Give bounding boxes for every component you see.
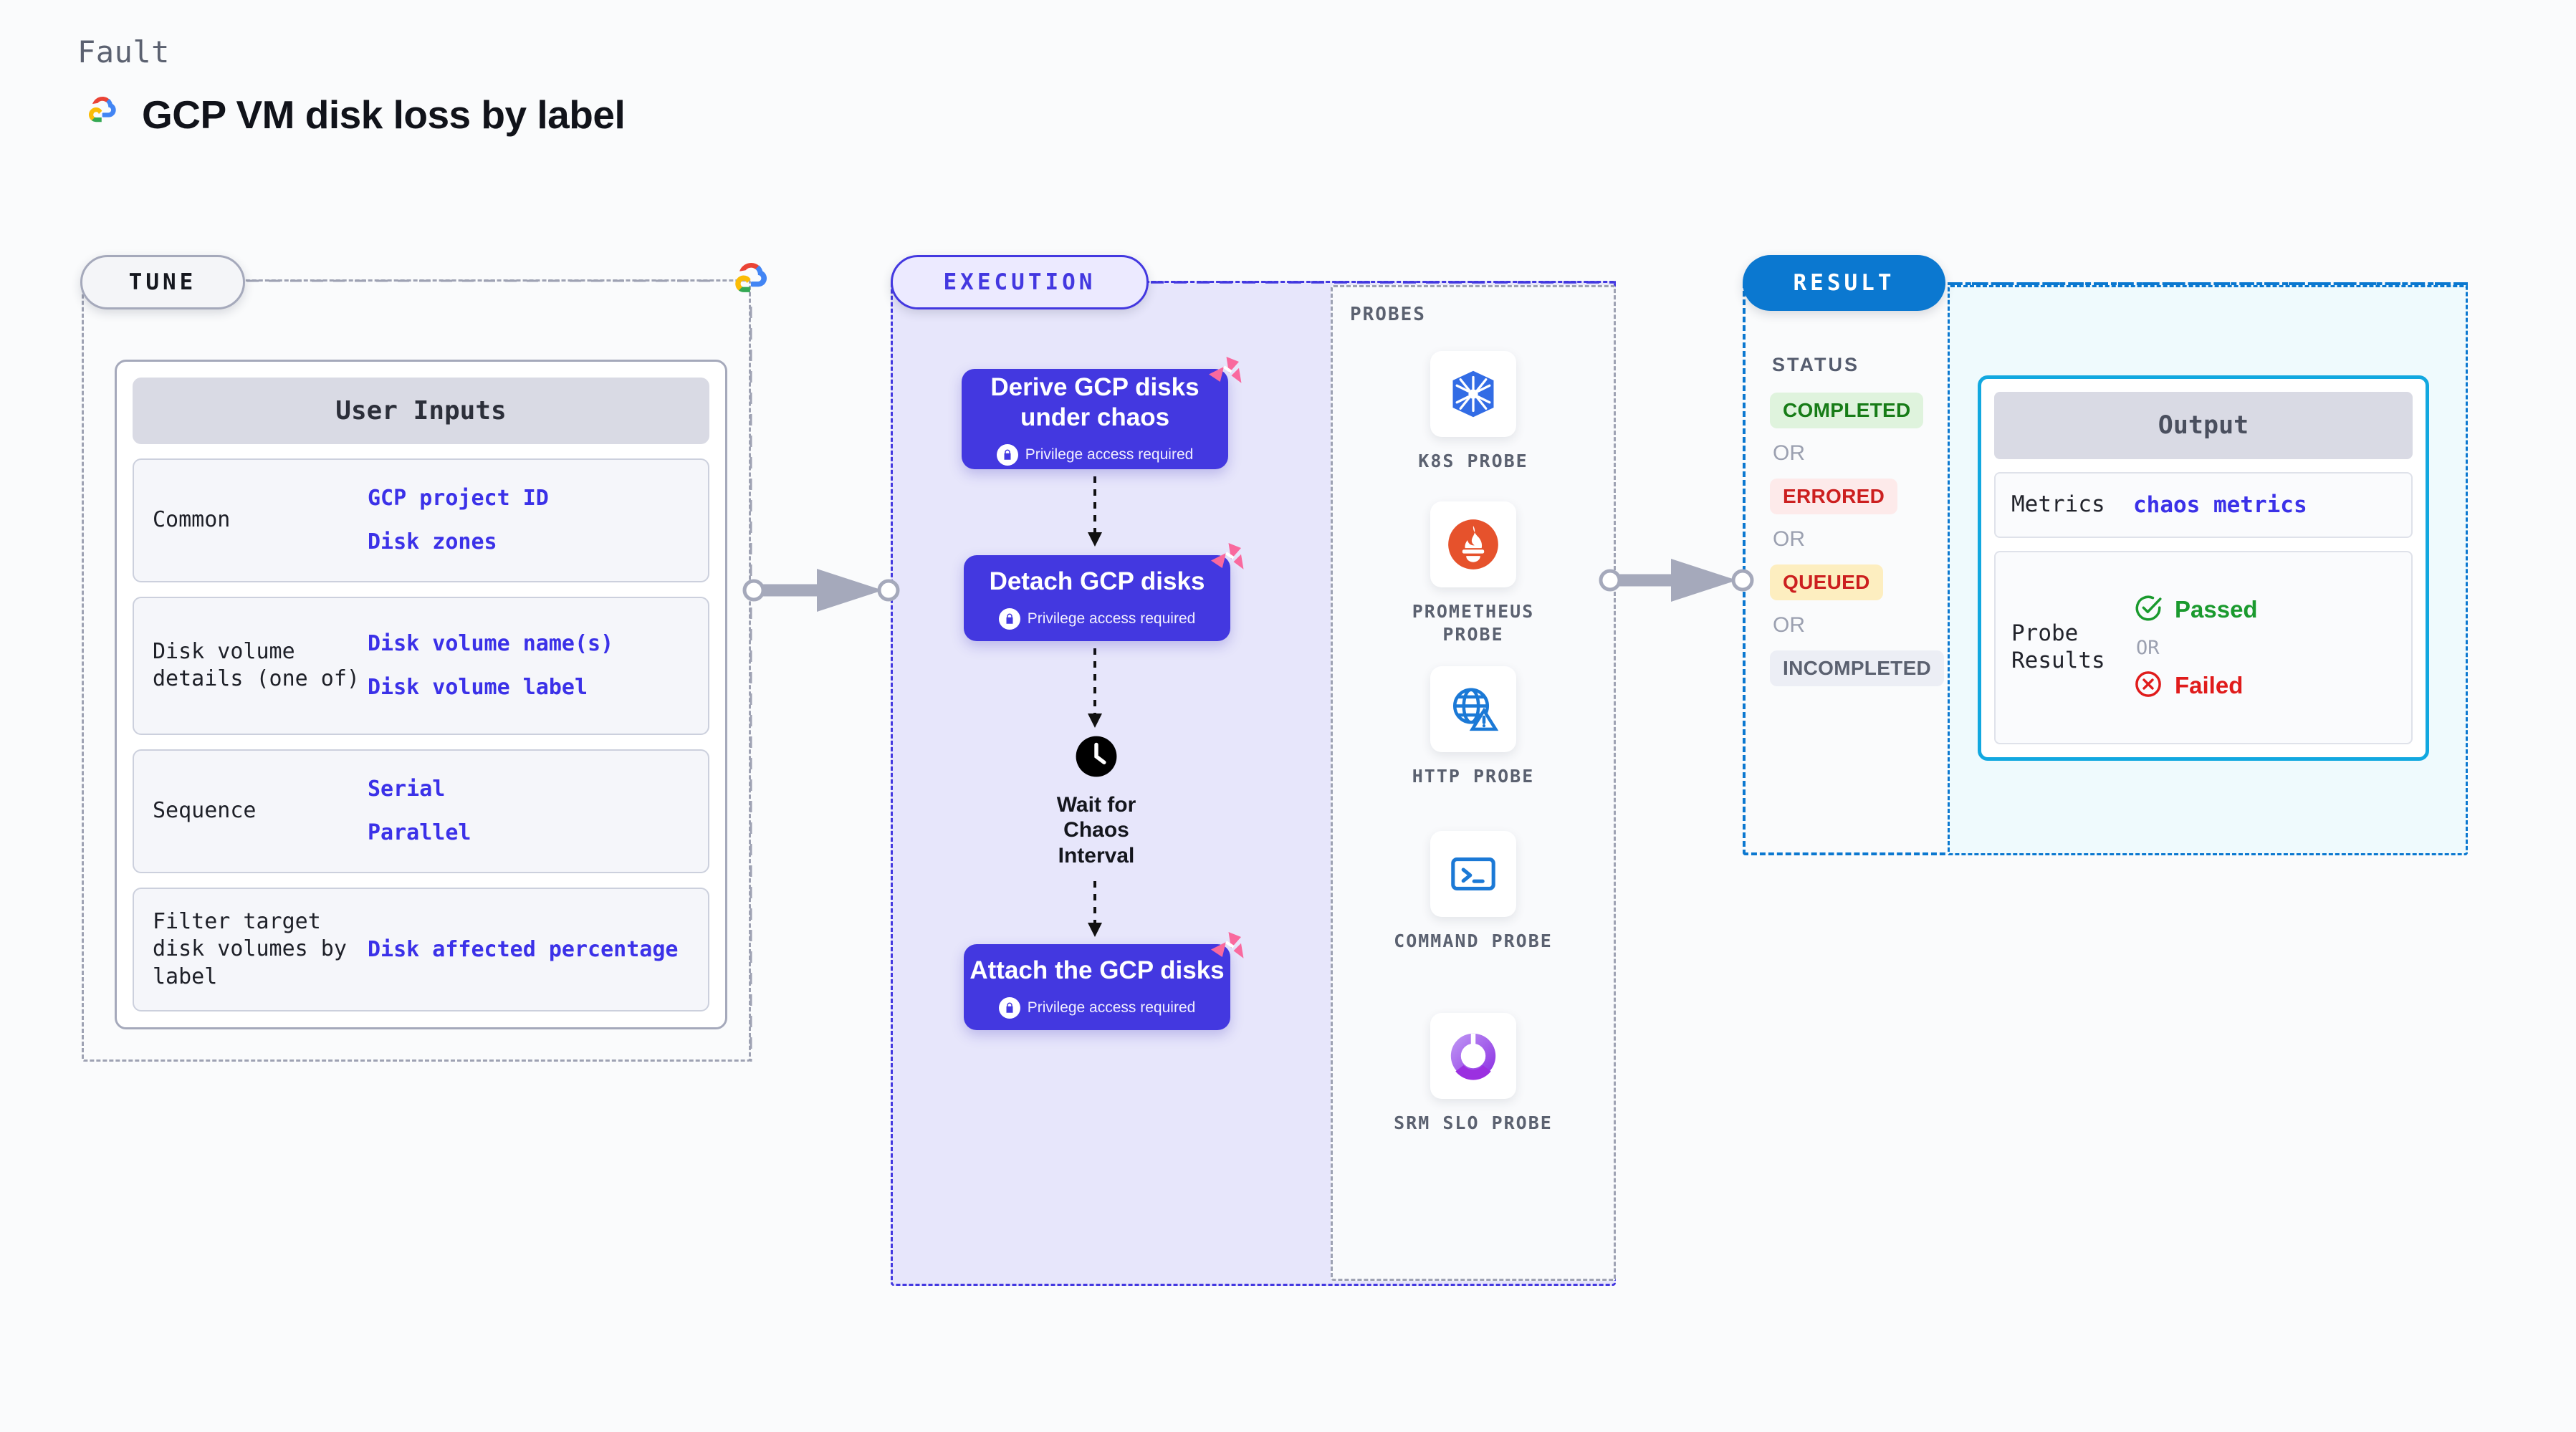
- output-probe-values: Passed OR Failed: [2133, 593, 2258, 703]
- tune-value[interactable]: Disk zones: [368, 529, 497, 555]
- lock-icon: [996, 444, 1018, 466]
- user-inputs-title: User Inputs: [133, 378, 709, 444]
- probe-label: COMMAND PROBE: [1394, 931, 1553, 951]
- output-row-probe-results: Probe Results Passed OR: [1994, 551, 2413, 744]
- tune-row-sequence[interactable]: Sequence Serial Parallel: [133, 749, 709, 873]
- gcp-logo-icon: [79, 92, 123, 137]
- probe-label: HTTP PROBE: [1412, 766, 1535, 787]
- status-badge[interactable]: QUEUED: [1770, 564, 1883, 600]
- tune-row-filter-target[interactable]: Filter target disk volumes by label Disk…: [133, 887, 709, 1011]
- gcp-logo-icon-tune: [724, 258, 775, 313]
- tune-row-values: GCP project ID Disk zones: [368, 485, 549, 555]
- tune-row-disk-volume-details[interactable]: Disk volume details (one of) Disk volume…: [133, 596, 709, 735]
- probe-label: PROMETHEUS PROBE: [1412, 601, 1535, 645]
- kubernetes-icon: [1430, 351, 1516, 437]
- status-or-label: OR: [1773, 441, 1805, 465]
- output-row-metrics[interactable]: Metrics chaos metrics: [1994, 472, 2413, 538]
- probe-item-k8s[interactable]: K8S PROBE: [1380, 351, 1566, 473]
- output-metrics-label: Metrics: [2011, 491, 2105, 518]
- probe-item-srm-slo[interactable]: SRM SLO PROBE: [1380, 1013, 1566, 1135]
- stage-pill-result[interactable]: RESULT: [1743, 255, 1945, 311]
- probe-label: SRM SLO PROBE: [1394, 1113, 1553, 1133]
- execution-step-attach[interactable]: Attach the GCP disks Privilege access re…: [964, 932, 1244, 1030]
- x-circle-icon: [2133, 669, 2163, 703]
- lock-icon: [998, 997, 1020, 1019]
- tune-row-values: Disk volume name(s) Disk volume label: [368, 630, 613, 701]
- execution-step-detach[interactable]: Detach GCP disks Privilege access requir…: [964, 543, 1244, 641]
- probe-item-prometheus[interactable]: PROMETHEUS PROBE: [1380, 501, 1566, 646]
- connector-tune-to-execution: [742, 569, 900, 612]
- status-title: STATUS: [1772, 354, 1859, 375]
- step-privilege-note: Privilege access required: [996, 444, 1194, 466]
- probe-label: K8S PROBE: [1418, 451, 1528, 471]
- step-privilege-text: Privilege access required: [1027, 610, 1196, 627]
- step-privilege-note: Privilege access required: [998, 997, 1196, 1019]
- status-badge[interactable]: COMPLETED: [1770, 393, 1924, 428]
- chaos-badge-icon: [1206, 538, 1246, 582]
- check-circle-icon: [2133, 593, 2163, 627]
- output-probe-results-label: Probe Results: [2011, 620, 2105, 673]
- stage-pill-tune[interactable]: TUNE: [80, 255, 245, 309]
- tune-value[interactable]: Disk volume name(s): [368, 631, 614, 657]
- probe-result-failed: Failed: [2133, 669, 2258, 703]
- step-privilege-text: Privilege access required: [1027, 999, 1196, 1016]
- terminal-icon: [1430, 831, 1516, 917]
- step-privilege-note: Privilege access required: [998, 608, 1196, 630]
- step-title: Detach GCP disks: [989, 567, 1205, 595]
- prometheus-icon: [1430, 501, 1516, 587]
- step-title: Derive GCP disks under chaos: [990, 373, 1200, 431]
- probes-region: [1331, 285, 1616, 1281]
- tune-row-common[interactable]: Common GCP project ID Disk zones: [133, 458, 709, 582]
- stage-pill-execution[interactable]: EXECUTION: [891, 255, 1149, 309]
- tune-row-label: Sequence: [153, 797, 257, 823]
- output-card: Output Metrics chaos metrics Probe Resul…: [1978, 375, 2429, 761]
- status-badge[interactable]: INCOMPLETED: [1770, 650, 1945, 686]
- tune-row-label: Common: [153, 507, 231, 533]
- output-metrics-value[interactable]: chaos metrics: [2133, 492, 2307, 518]
- execution-step-derive[interactable]: Derive GCP disks under chaos Privilege a…: [962, 357, 1242, 469]
- probe-item-http[interactable]: HTTP PROBE: [1380, 666, 1566, 788]
- page-title: GCP VM disk loss by label: [142, 92, 626, 137]
- output-card-title: Output: [1994, 392, 2413, 459]
- clock-icon: [1074, 734, 1119, 782]
- status-list: COMPLETED OR ERRORED OR QUEUED OR INCOMP…: [1770, 393, 1945, 686]
- tune-value[interactable]: Serial: [368, 776, 446, 802]
- step-title: Attach the GCP disks: [969, 956, 1225, 984]
- tune-value[interactable]: GCP project ID: [368, 486, 549, 511]
- tune-row-label: Filter target disk volumes by label: [153, 908, 347, 989]
- probe-passed-label: Passed: [2175, 596, 2258, 623]
- tune-value[interactable]: Disk volume label: [368, 675, 588, 701]
- tune-value[interactable]: Parallel: [368, 820, 471, 846]
- status-or-label: OR: [1773, 527, 1805, 551]
- tune-value[interactable]: Disk affected percentage: [368, 936, 679, 962]
- probe-item-command[interactable]: COMMAND PROBE: [1380, 831, 1566, 953]
- probe-or-label: OR: [2136, 636, 2160, 659]
- probe-result-passed: Passed: [2133, 593, 2258, 627]
- execution-wait-node[interactable]: Wait for Chaos Interval: [1025, 734, 1168, 868]
- status-or-label: OR: [1773, 613, 1805, 637]
- connector-execution-to-result: [1599, 559, 1754, 602]
- tune-row-values: Disk affected percentage: [368, 936, 678, 963]
- wait-node-label: Wait for Chaos Interval: [1056, 793, 1136, 868]
- srm-slo-icon: [1430, 1013, 1516, 1099]
- step-privilege-text: Privilege access required: [1025, 446, 1194, 463]
- chaos-badge-icon: [1204, 352, 1244, 395]
- eyebrow-label: Fault: [77, 34, 170, 69]
- status-badge[interactable]: ERRORED: [1770, 479, 1898, 514]
- page-title-row: GCP VM disk loss by label: [79, 92, 626, 138]
- chaos-badge-icon: [1206, 927, 1246, 971]
- lock-icon: [998, 608, 1020, 630]
- user-inputs-card: User Inputs Common GCP project ID Disk z…: [115, 360, 727, 1029]
- globe-warning-icon: [1430, 666, 1516, 752]
- probe-failed-label: Failed: [2175, 672, 2244, 698]
- tune-row-label: Disk volume details (one of): [153, 638, 360, 692]
- tune-row-values: Serial Parallel: [368, 776, 471, 846]
- probes-title: PROBES: [1350, 304, 1426, 325]
